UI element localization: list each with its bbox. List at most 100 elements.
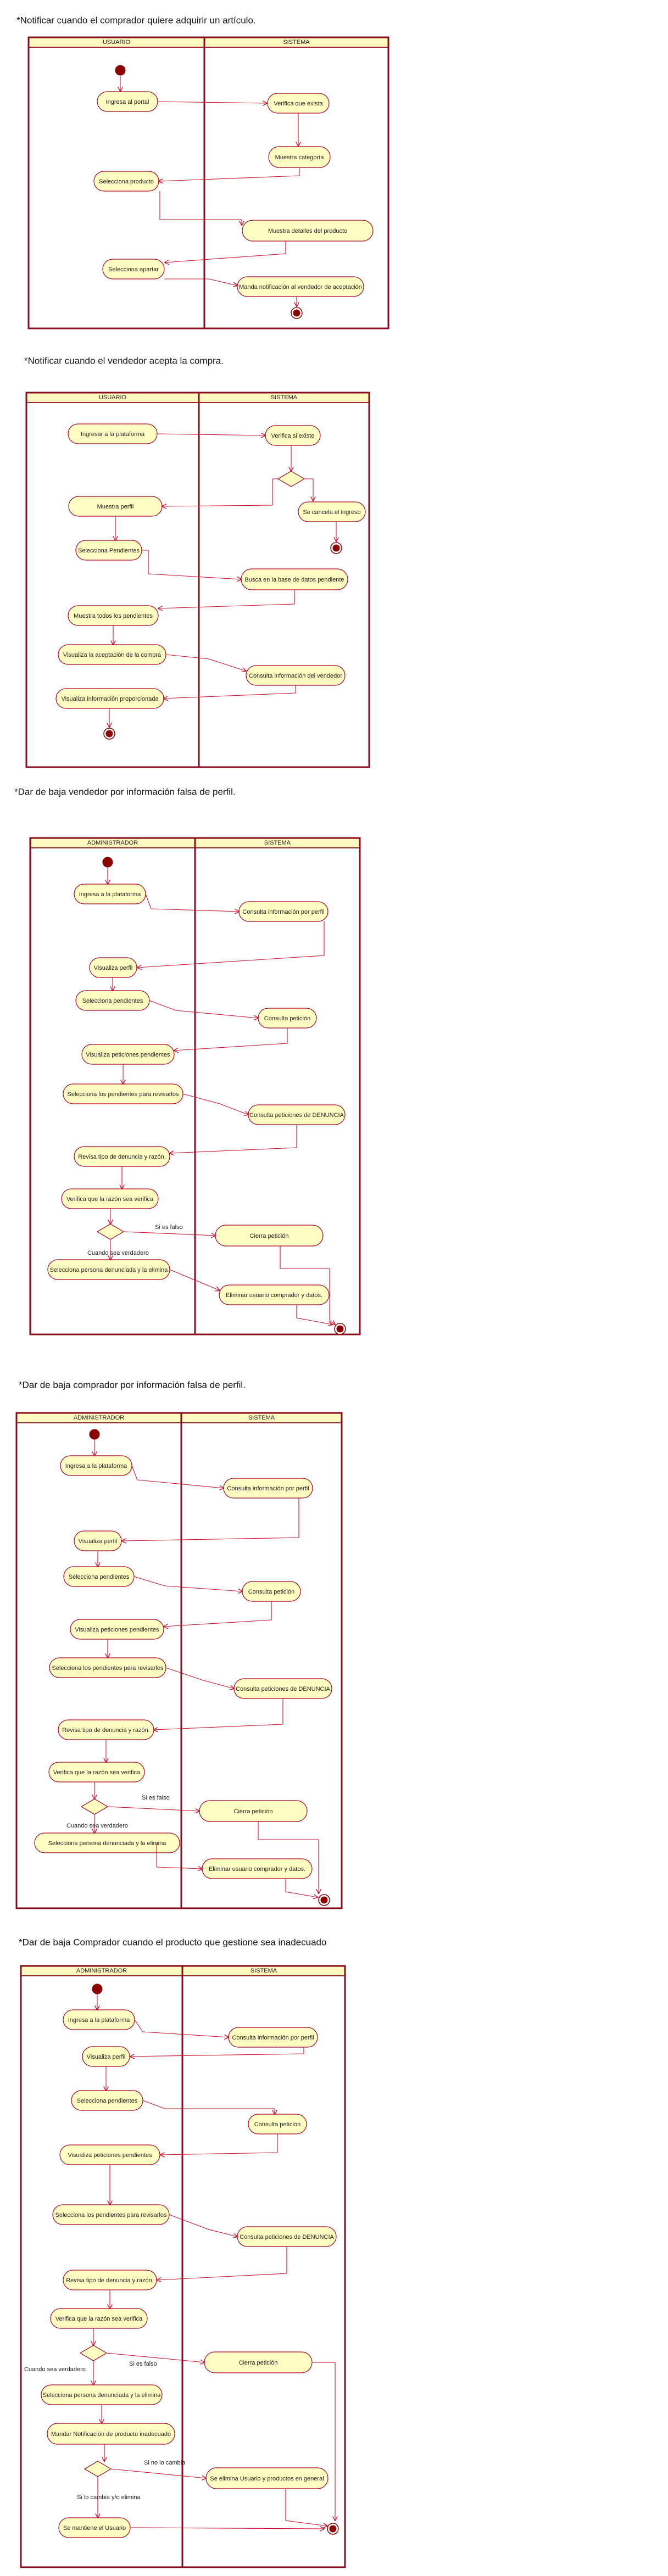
initial-node [89, 1429, 100, 1440]
control-flow [164, 685, 296, 699]
activity-label: Eliminar usuario comprador y datos. [209, 1866, 305, 1873]
control-flow [156, 1843, 202, 1869]
activity-label: Selecciona pendientes [69, 1574, 130, 1580]
activity-label: Ingresa a la plataforma [68, 2017, 130, 2024]
activity-label: Selecciona los pendientes para revisarlo… [55, 2212, 167, 2219]
control-flow [159, 191, 242, 225]
initial-node [102, 857, 113, 868]
activity-node [48, 1762, 145, 1782]
guard-label: Cuando sea verdadero [24, 2366, 86, 2373]
control-flow [133, 1576, 242, 1591]
activity-label: Revisa tipo de denuncia y razón. [78, 1154, 166, 1160]
control-flow [157, 2247, 287, 2280]
control-flow [285, 1879, 318, 1897]
lane-label-right: SISTEMA [283, 39, 310, 46]
diagram-4: *Dar de baja comprador por información f… [15, 1379, 343, 1909]
control-flow [106, 2353, 204, 2362]
activity-label: Consulta peticiones de DENUNCIA [240, 2234, 334, 2240]
activity-label: Se cancela el ingreso [303, 509, 360, 516]
activity-label: Cierra petición [250, 1233, 289, 1239]
control-flow [142, 550, 241, 579]
control-flow [169, 2214, 237, 2237]
activity-label: Consulta peticiones de DENUNCIA [249, 1112, 344, 1119]
activity-node [242, 220, 374, 242]
activity-label: Visualiza perfil [94, 965, 133, 971]
guard-label: Si lo cambia y/o elimina [77, 2494, 141, 2501]
diagram-2: *Notificar cuando el vendedor acepta la … [24, 355, 370, 768]
activity-label: Visualiza perfil [87, 2054, 126, 2060]
control-flow [258, 1821, 319, 1893]
lane-label-right: SISTEMA [250, 1968, 277, 1974]
activity-label: Selecciona persona denunciada y la elimi… [50, 1267, 169, 1273]
activity-label: Selecciona pendientes [82, 998, 143, 1004]
activity-label: Muestra categoría [275, 154, 325, 161]
control-flow [164, 278, 237, 286]
final-node-core [320, 1896, 328, 1904]
activity-label: Muestra perfil [97, 504, 134, 510]
activity-label: Ingresa a la plataforma [79, 891, 141, 898]
control-flow [160, 2134, 278, 2155]
activity-label: Selecciona Pendientes [78, 547, 140, 554]
activity-label: Selecciona producto [99, 178, 154, 185]
lane-label-left: ADMINISTRADOR [87, 840, 138, 846]
activity-node [102, 259, 165, 280]
control-flow [142, 2100, 275, 2114]
lane-label-right: SISTEMA [271, 394, 298, 401]
control-flow [134, 2019, 229, 2037]
control-flow [164, 1601, 272, 1627]
swimlane-pool [15, 1412, 343, 1909]
activity-label: Busca en la base de datos pendiente [244, 577, 344, 583]
decision-node [79, 2345, 108, 2361]
activity-label: Eliminar usuario comprador y datos. [226, 1292, 322, 1299]
activity-label: Se elimina Usuario y productos en genera… [210, 2476, 324, 2482]
activity-label: Visualiza peticiones pendientes [75, 1627, 159, 1633]
activity-label: Selecciona los pendientes para revisarlo… [52, 1665, 164, 1672]
decision-node [96, 1223, 125, 1240]
guard-label: Cuando sea verdadero [87, 1250, 149, 1256]
activity-label: Ingresa a la plataforma [65, 1463, 127, 1469]
activity-node [47, 2423, 175, 2445]
activity-label: Consulta petición [248, 1589, 294, 1595]
lane-label-left: USUARIO [99, 394, 127, 401]
control-flow [157, 102, 267, 103]
control-flow [154, 1698, 283, 1730]
lane-label-right: SISTEMA [264, 840, 291, 846]
activity-label: Consulta información por perfil [232, 2035, 314, 2041]
activity-label: Ingresar a la plataforma [81, 431, 145, 438]
activity-label: Consulta información por perfil [242, 909, 324, 915]
activity-label: Verifica que la razón sea verifica [66, 1196, 154, 1203]
guard-label: Si es falso [155, 1224, 183, 1231]
activity-label: Selecciona persona denunciada y la elimi… [43, 2392, 162, 2399]
control-flow [174, 1028, 288, 1050]
activity-node [50, 2308, 148, 2329]
activity-label: Visualiza peticiones pendientes [86, 1052, 170, 1058]
activity-node [81, 1044, 175, 1065]
control-flow [157, 434, 265, 435]
activity-label: Verifica que exista [274, 100, 323, 107]
control-flow [296, 1305, 332, 1325]
activity-node [70, 1619, 164, 1640]
control-flow [312, 2362, 335, 2521]
swimlane-header [26, 392, 370, 403]
initial-node [115, 65, 126, 76]
swimlane-pool [25, 392, 370, 768]
activity-node [61, 1188, 159, 1209]
activity-node [298, 501, 366, 522]
decision-node [80, 1798, 109, 1815]
control-flow [145, 893, 239, 912]
activity-label: Verifica si existe [271, 433, 315, 439]
diagram-title: *Notificar cuando el vendedor acepta la … [24, 355, 224, 366]
control-flow [165, 241, 286, 262]
control-flow [123, 1231, 215, 1236]
control-flow [165, 654, 246, 671]
activity-label: Revisa tipo de denuncia y razón. [62, 1727, 150, 1734]
control-flow [165, 1667, 234, 1689]
control-flow [285, 2489, 327, 2526]
activity-label: Consulta información por perfil [227, 1485, 309, 1492]
control-flow [110, 2468, 206, 2478]
diagram-title: *Notificar cuando el comprador quiere ad… [16, 15, 256, 25]
control-flow [137, 921, 325, 968]
control-flow [158, 590, 295, 608]
activity-node [34, 1832, 180, 1853]
